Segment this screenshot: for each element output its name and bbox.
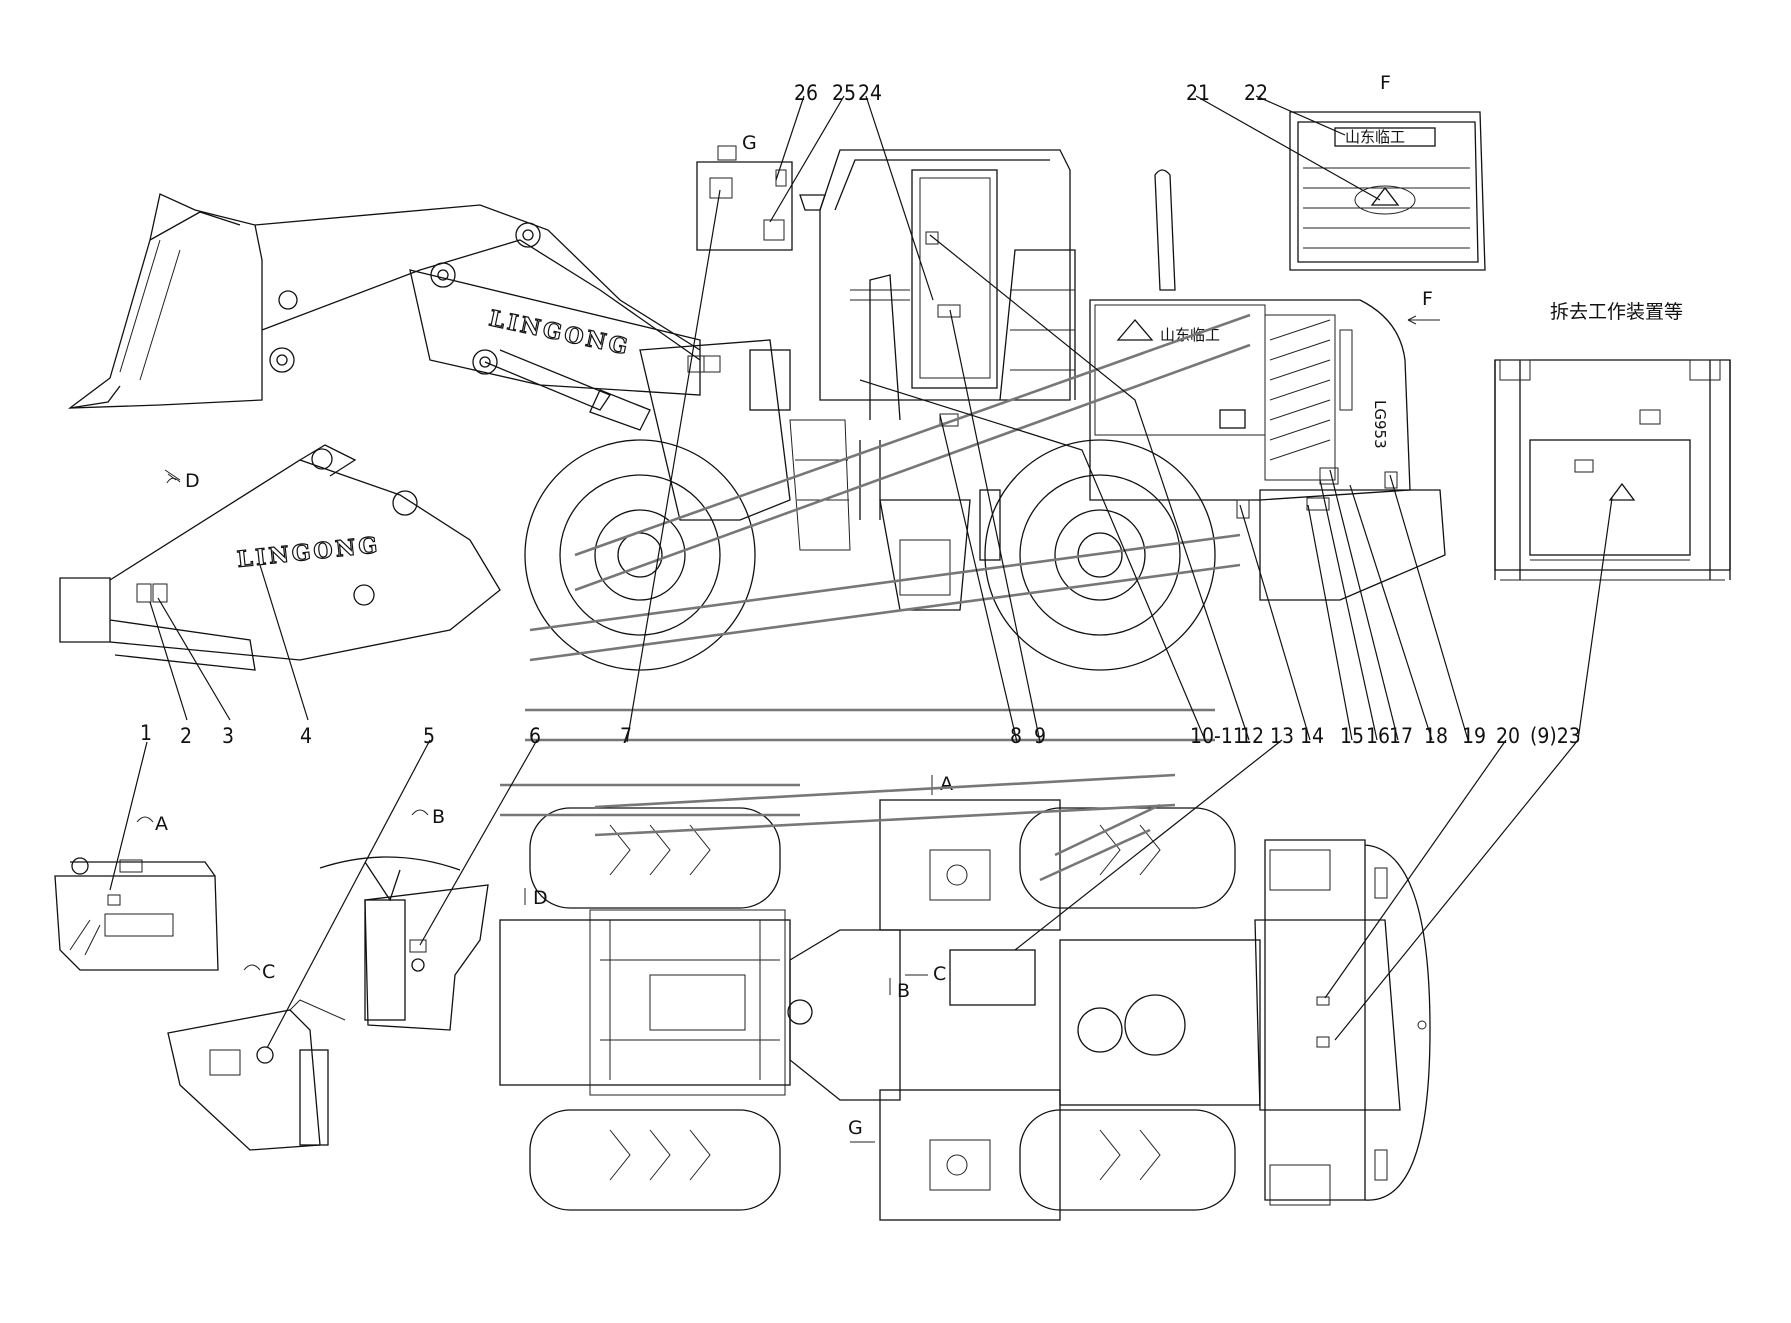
- callout-17: 17: [1389, 724, 1413, 748]
- view-label-d-side: D: [185, 470, 200, 492]
- callout-8: 8: [1010, 724, 1022, 748]
- view-label-g-top: G: [742, 132, 757, 154]
- company-logo-cab: 山东临工: [1345, 128, 1405, 146]
- model-plate: LG953: [1371, 400, 1389, 449]
- view-label-c-side: C: [262, 961, 275, 983]
- callout-numbers: 1 2 3 4 5 6 7 8 9 10-11 12 13 14 15 16 1…: [140, 81, 1581, 748]
- callout-19: 19: [1462, 724, 1486, 748]
- view-label-f-side: F: [1422, 288, 1433, 310]
- callout-7: 7: [620, 724, 632, 748]
- view-label-g-bottom: G: [848, 1117, 863, 1139]
- callout-10-11: 10-11: [1190, 724, 1245, 748]
- callout-1: 1: [140, 721, 152, 745]
- view-label-f-top: F: [1380, 72, 1391, 94]
- callout-3: 3: [222, 724, 234, 748]
- callout-25: 25: [832, 81, 856, 105]
- callout-5: 5: [423, 724, 435, 748]
- callout-18: 18: [1424, 724, 1448, 748]
- detail-view-b: B: [319, 806, 489, 1031]
- brand-lettering-side: LINGONG: [487, 305, 633, 360]
- callout-13: 13: [1270, 724, 1294, 748]
- side-view-loader: LINGONG: [67, 145, 1446, 671]
- detail-view-d-boom: LINGONG D: [59, 444, 501, 671]
- top-view-loader: A B C D G: [499, 773, 1431, 1221]
- callout-22: 22: [1244, 81, 1268, 105]
- view-f-arrow: F: [1407, 288, 1440, 325]
- view-g-decal-panel: G: [696, 132, 826, 251]
- view-label-b-top: B: [897, 980, 910, 1002]
- view-label-d-top: D: [533, 887, 548, 909]
- callout-20: 20: [1496, 724, 1520, 748]
- leader-lines: [109, 95, 1613, 1049]
- callout-9: 9: [1034, 724, 1046, 748]
- detail-view-c: C: [167, 961, 346, 1151]
- removed-equipment-view: 拆去工作装置等: [1494, 301, 1731, 581]
- callout-26: 26: [794, 81, 818, 105]
- detail-view-a: A: [54, 813, 219, 971]
- view-label-a-side: A: [155, 813, 168, 835]
- brand-lettering-detail-d: LINGONG: [236, 532, 382, 573]
- view-label-a-top: A: [940, 773, 953, 795]
- callout-12: 12: [1240, 724, 1264, 748]
- callout-2: 2: [180, 724, 192, 748]
- callout-15: 15: [1340, 724, 1364, 748]
- callout-16: 16: [1366, 724, 1390, 748]
- view-label-b-side: B: [432, 806, 445, 828]
- callout-6: 6: [529, 724, 541, 748]
- view-f-cab-rear: 山东临工 F: [1289, 72, 1486, 271]
- callout-24: 24: [858, 81, 882, 105]
- view-projection-bands: [500, 313, 1251, 882]
- callout-14: 14: [1300, 724, 1324, 748]
- callout-4: 4: [300, 724, 312, 748]
- view-label-c-top: C: [933, 963, 946, 985]
- callout-23: (9)23: [1530, 724, 1581, 748]
- callout-21: 21: [1186, 81, 1210, 105]
- removed-note: 拆去工作装置等: [1550, 301, 1683, 323]
